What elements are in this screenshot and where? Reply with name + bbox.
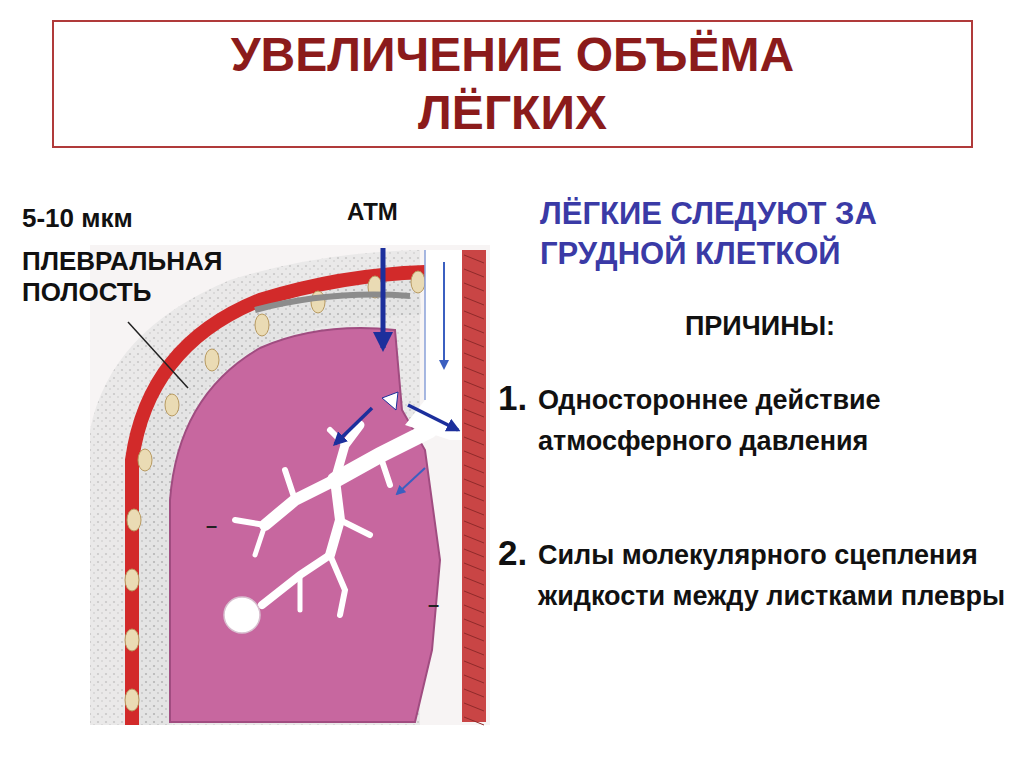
fibre [464, 269, 484, 277]
fibre [464, 619, 484, 627]
fibre [464, 395, 484, 403]
dimension-label: 5-10 мкм [22, 203, 222, 234]
fibre [464, 563, 484, 571]
rib [411, 271, 425, 293]
trachea [405, 250, 462, 440]
slide-title: УВЕЛИЧЕНИЕ ОБЪЁМА ЛЁГКИХ [153, 26, 873, 141]
bronchial-tree [235, 425, 430, 615]
list-heading: ПРИЧИНЫ: [600, 310, 920, 342]
rib [125, 689, 139, 711]
leader-line [128, 322, 188, 388]
airflow-arrow [397, 468, 425, 494]
pressure-arrow [335, 408, 372, 444]
list-item: Силы молекулярного сцепления жидкости ме… [538, 535, 1018, 616]
fibre [464, 675, 484, 683]
fibre [464, 507, 484, 515]
fibre [464, 311, 484, 319]
fibre [464, 633, 484, 641]
fibre [464, 591, 484, 599]
list-number: 1. [498, 377, 538, 419]
muscle-fibres [464, 255, 484, 725]
fibre [464, 549, 484, 557]
fibre [464, 647, 484, 655]
fibre [464, 717, 484, 725]
rib [127, 509, 141, 531]
list-item: Одностороннее действие атмосферного давл… [538, 380, 1018, 461]
fibre [464, 339, 484, 347]
mediastinum [462, 250, 486, 722]
fibre [464, 325, 484, 333]
fibre [464, 423, 484, 431]
title-frame: УВЕЛИЧЕНИЕ ОБЪЁМА ЛЁГКИХ [52, 20, 973, 148]
fibre [464, 465, 484, 473]
fibre [464, 661, 484, 669]
fibre [464, 297, 484, 305]
rib [125, 629, 139, 651]
airflow-arrow [443, 262, 445, 368]
rib [311, 291, 325, 313]
fibre [464, 535, 484, 543]
rib [255, 314, 269, 336]
fibre [464, 255, 484, 263]
fibre [464, 409, 484, 417]
fibre [464, 381, 484, 389]
fibre [464, 689, 484, 697]
lung [170, 328, 440, 722]
atm-arrow [381, 248, 386, 348]
fibre [464, 283, 484, 291]
fibre [464, 577, 484, 585]
part-label: ПЛЕВРАЛЬНАЯ ПОЛОСТЬ [22, 246, 302, 308]
fibre [464, 353, 484, 361]
fibre [464, 451, 484, 459]
fibre [464, 437, 484, 445]
fibre [464, 479, 484, 487]
alveolus [224, 597, 260, 633]
rib [165, 394, 179, 416]
pressure-sign: – [428, 592, 448, 616]
fibre [464, 367, 484, 375]
rib [125, 569, 139, 591]
fibre [464, 605, 484, 613]
parietal-pleura [255, 295, 410, 310]
pressure-sign: – [206, 513, 226, 537]
fibre [464, 703, 484, 711]
fibre [464, 521, 484, 529]
rib [205, 349, 219, 371]
part-label: АТМ [347, 198, 427, 227]
list-number: 2. [498, 532, 538, 574]
fibre [464, 493, 484, 501]
pressure-arrow [408, 405, 458, 430]
heading-note: ЛЁГКИЕ СЛЕДУЮТ ЗА ГРУДНОЙ КЛЕТКОЙ [540, 194, 980, 275]
arrow-tip [382, 392, 398, 410]
picture-ground [90, 245, 490, 725]
rib [138, 449, 152, 471]
